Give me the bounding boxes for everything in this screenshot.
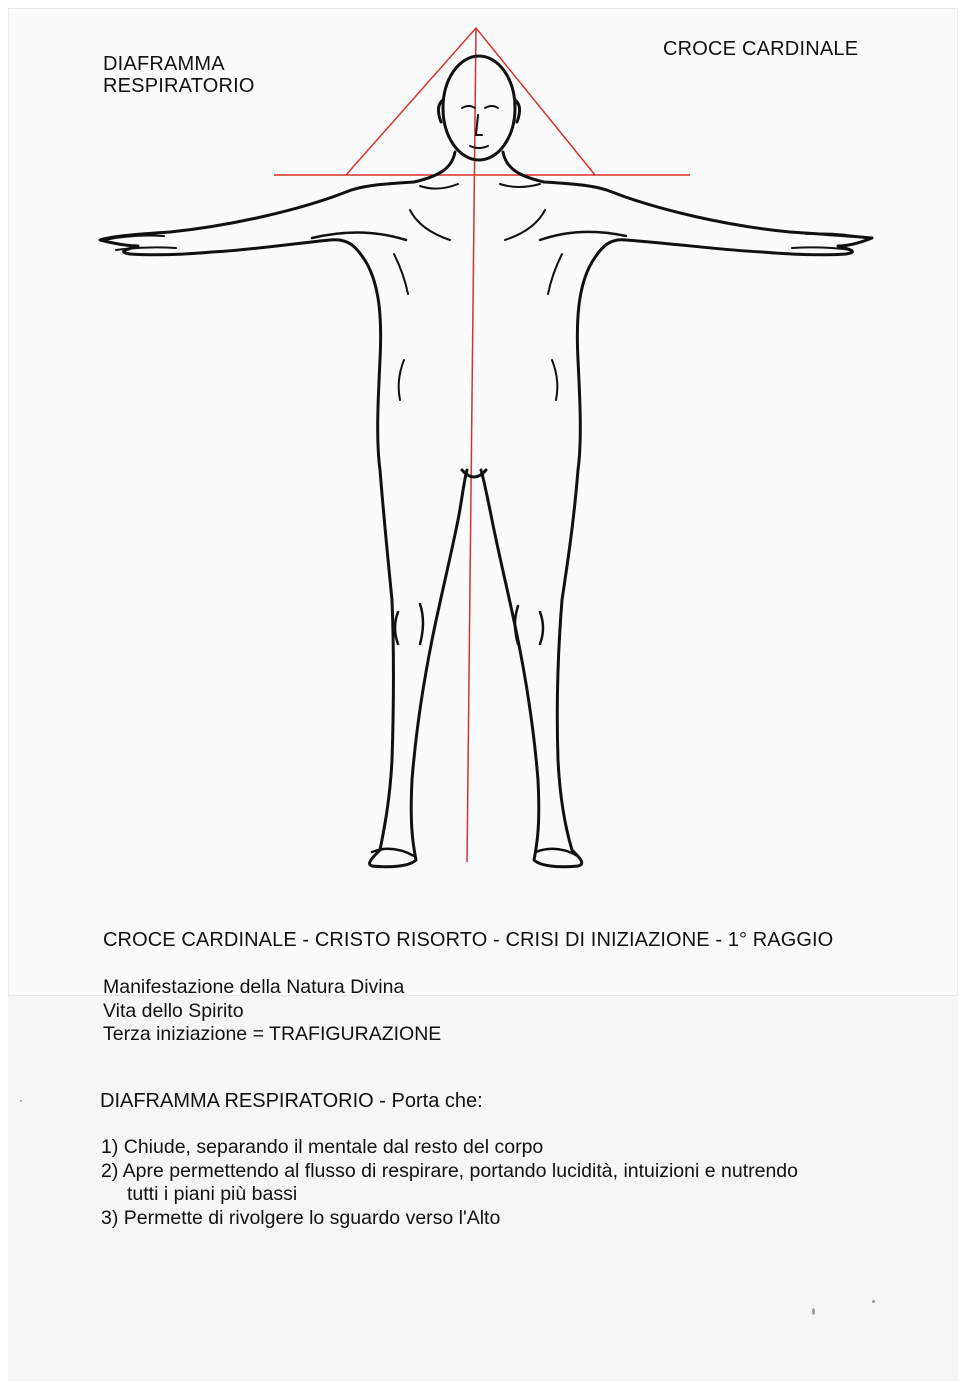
waist-right — [552, 360, 557, 400]
paper-speck — [872, 1300, 875, 1303]
list-item-continuation: tutti i piani più bassi — [101, 1183, 798, 1207]
knee-left-a — [395, 612, 398, 644]
waist-left — [399, 360, 404, 400]
armpit-right — [548, 254, 562, 294]
description-line: Manifestazione della Natura Divina — [103, 976, 441, 1000]
human-figure-diagram — [0, 0, 964, 900]
guide-lines — [274, 28, 690, 862]
knee-right-b — [540, 612, 543, 644]
pectoral-right — [505, 210, 545, 240]
vertical-axis-guide — [467, 28, 476, 862]
diaframma-list: 1) Chiude, separando il mentale dal rest… — [101, 1136, 798, 1230]
page-heading: CROCE CARDINALE - CRISTO RISORTO - CRISI… — [103, 929, 833, 952]
right-neck-shoulder-arm — [481, 152, 872, 867]
pectoral-left — [410, 210, 450, 240]
description-block: Manifestazione della Natura Divina Vita … — [103, 976, 441, 1047]
paper-speck — [20, 1100, 22, 1102]
face-right-eye — [485, 106, 498, 108]
list-item: 1) Chiude, separando il mentale dal rest… — [101, 1136, 798, 1160]
collar-left — [420, 184, 458, 189]
paper-speck — [812, 1308, 815, 1315]
head — [443, 56, 515, 160]
face-left-eye — [462, 106, 475, 108]
description-line: Vita dello Spirito — [103, 1000, 441, 1024]
collar-right — [500, 184, 540, 187]
face-nose — [476, 115, 482, 135]
description-line: Terza iniziazione = TRAFIGURAZIONE — [103, 1023, 441, 1047]
face-mouth — [470, 146, 488, 148]
left-neck-shoulder-arm — [100, 152, 467, 867]
triangle-guide — [346, 28, 595, 175]
chest-line-left — [312, 232, 406, 240]
list-item: 2) Apre permettendo al flusso di respira… — [101, 1160, 798, 1184]
list-item: 3) Permette di rivolgere lo sguardo vers… — [101, 1207, 798, 1231]
knee-left-b — [420, 604, 423, 644]
knee-right-a — [515, 606, 518, 644]
body-outline — [100, 56, 872, 867]
chest-line-right — [540, 232, 626, 240]
diaframma-title: DIAFRAMMA RESPIRATORIO - Porta che: — [100, 1090, 483, 1113]
armpit-left — [394, 254, 408, 294]
